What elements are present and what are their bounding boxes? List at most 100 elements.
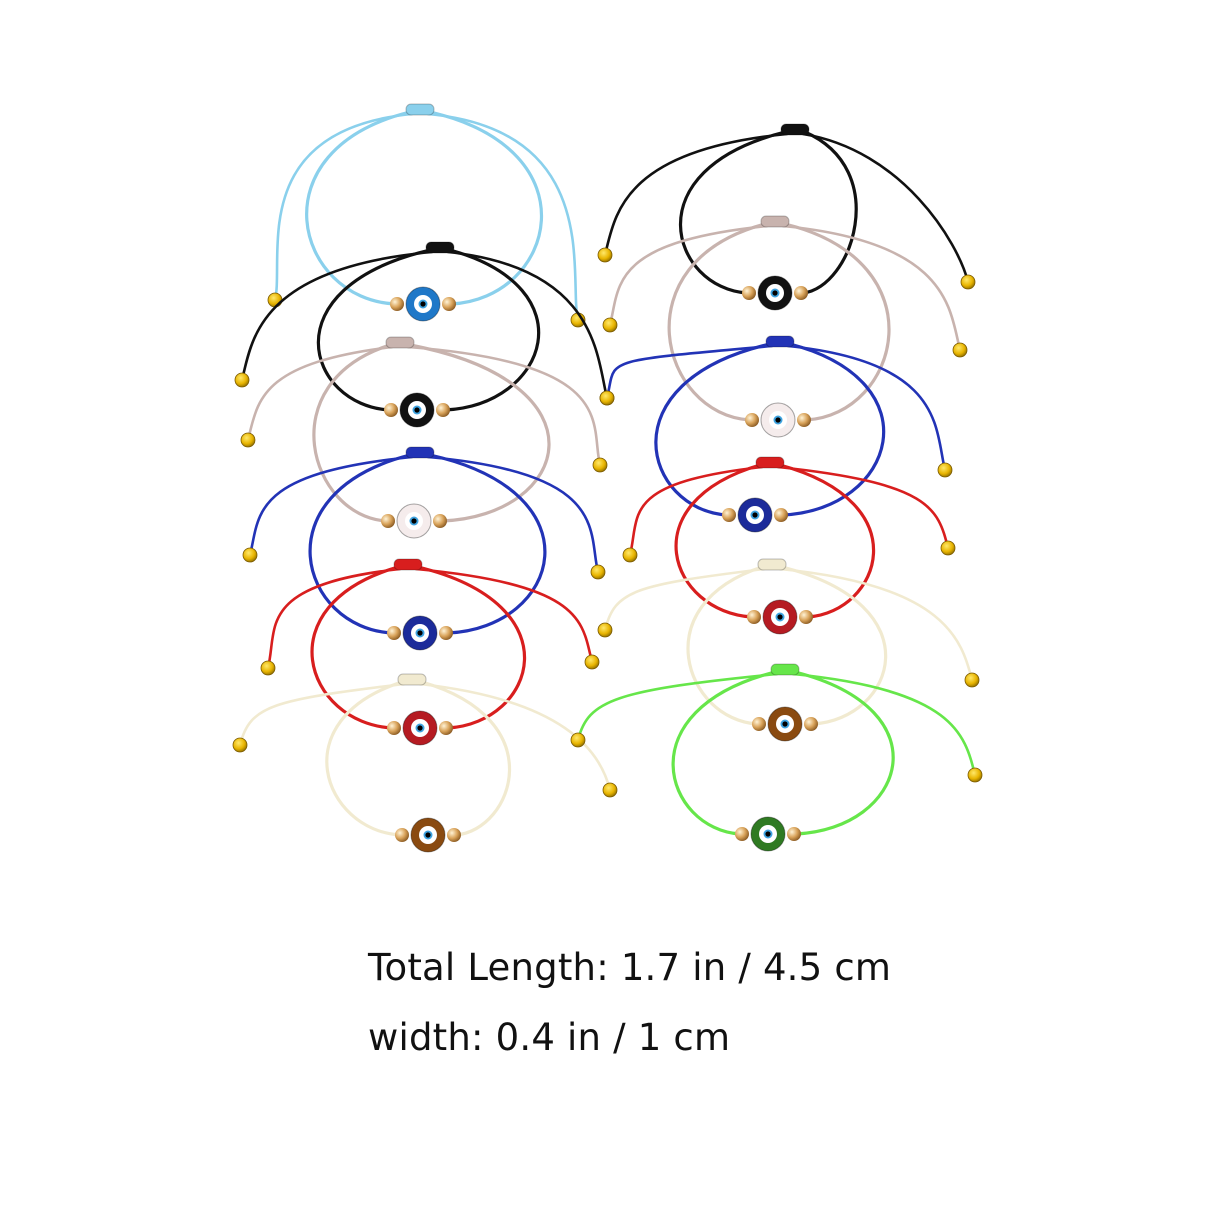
gold-bead-right (797, 413, 811, 427)
gold-bead-right (433, 514, 447, 528)
end-bead-right (940, 540, 956, 556)
sliding-knot (425, 241, 455, 254)
end-bead-right (964, 672, 980, 688)
bracelet-11 (597, 558, 980, 742)
evil-eye-pupil (775, 417, 781, 423)
gold-bead-left (381, 514, 395, 528)
cord-loop (671, 670, 895, 836)
end-bead-right (592, 457, 608, 473)
gold-bead-right (439, 721, 453, 735)
cord-loop (305, 110, 544, 306)
end-bead-left (232, 737, 248, 753)
cord-loop (308, 453, 547, 635)
evil-eye-pupil (777, 614, 783, 620)
evil-eye-pupil (411, 518, 417, 524)
gold-bead-right (804, 717, 818, 731)
cord-tails (603, 567, 974, 682)
gold-bead-right (447, 828, 461, 842)
bracelet-9 (599, 335, 953, 533)
bracelet-5 (260, 558, 600, 746)
cord-loop (667, 222, 891, 422)
bracelet-3 (240, 336, 608, 539)
evil-eye-pupil (772, 290, 778, 296)
gold-bead-right (799, 610, 813, 624)
gold-bead-right (787, 827, 801, 841)
evil-eye-pupil (782, 721, 788, 727)
gold-bead-left (395, 828, 409, 842)
sliding-knot (757, 558, 787, 571)
total-length-spec: Total Length: 1.7 in / 4.5 cm (368, 946, 892, 989)
bracelet-group (232, 103, 983, 853)
cord-tails (238, 682, 612, 792)
end-bead-left (597, 622, 613, 638)
sliding-knot (760, 215, 790, 228)
evil-eye-pupil (425, 832, 431, 838)
cord-tails (248, 455, 600, 574)
gold-bead-right (442, 297, 456, 311)
gold-bead-left (747, 610, 761, 624)
cord-loop (310, 565, 527, 730)
evil-eye-pupil (420, 301, 426, 307)
bracelet-2 (234, 241, 615, 428)
sliding-knot (755, 456, 785, 469)
gold-bead-left (735, 827, 749, 841)
gold-bead-right (439, 626, 453, 640)
end-bead-left (240, 432, 256, 448)
gold-bead-left (390, 297, 404, 311)
sliding-knot (780, 123, 810, 136)
cord-loop (325, 680, 512, 837)
end-bead-left (234, 372, 250, 388)
cord-loop (312, 343, 551, 523)
bracelet-12 (570, 663, 983, 852)
gold-bead-left (752, 717, 766, 731)
end-bead-right (937, 462, 953, 478)
bracelet-7 (597, 123, 976, 311)
end-bead-right (967, 767, 983, 783)
bracelet-4 (242, 446, 606, 651)
sliding-knot (405, 446, 435, 459)
gold-bead-right (794, 286, 808, 300)
bracelet-1 (267, 103, 586, 328)
sliding-knot (405, 103, 435, 116)
cord-tails (246, 345, 602, 467)
end-bead-right (590, 564, 606, 580)
evil-eye-pupil (414, 407, 420, 413)
gold-bead-left (745, 413, 759, 427)
width-spec: width: 0.4 in / 1 cm (368, 1016, 731, 1059)
cord-tails (266, 567, 594, 670)
gold-bead-left (387, 721, 401, 735)
sliding-knot (397, 673, 427, 686)
end-bead-right (960, 274, 976, 290)
cord-tails (273, 112, 580, 322)
cord-loop (654, 342, 886, 517)
cord-tails (603, 132, 970, 284)
sliding-knot (765, 335, 795, 348)
cord-tails (628, 465, 950, 557)
sliding-knot (770, 663, 800, 676)
end-bead-left (267, 292, 283, 308)
cord-tails (608, 224, 962, 352)
sliding-knot (385, 336, 415, 349)
evil-eye-pupil (417, 725, 423, 731)
sliding-knot (393, 558, 423, 571)
cord-tails (605, 344, 947, 472)
evil-eye-pupil (417, 630, 423, 636)
evil-eye-pupil (752, 512, 758, 518)
gold-bead-right (774, 508, 788, 522)
cord-loop (674, 463, 876, 619)
end-bead-right (584, 654, 600, 670)
gold-bead-left (722, 508, 736, 522)
end-bead-left (570, 732, 586, 748)
end-bead-left (597, 247, 613, 263)
gold-bead-right (436, 403, 450, 417)
end-bead-left (622, 547, 638, 563)
cord-loop (686, 565, 888, 726)
evil-eye-pupil (765, 831, 771, 837)
end-bead-left (242, 547, 258, 563)
gold-bead-left (387, 626, 401, 640)
end-bead-left (260, 660, 276, 676)
gold-bead-left (384, 403, 398, 417)
end-bead-left (599, 390, 615, 406)
bracelet-6 (232, 673, 618, 853)
